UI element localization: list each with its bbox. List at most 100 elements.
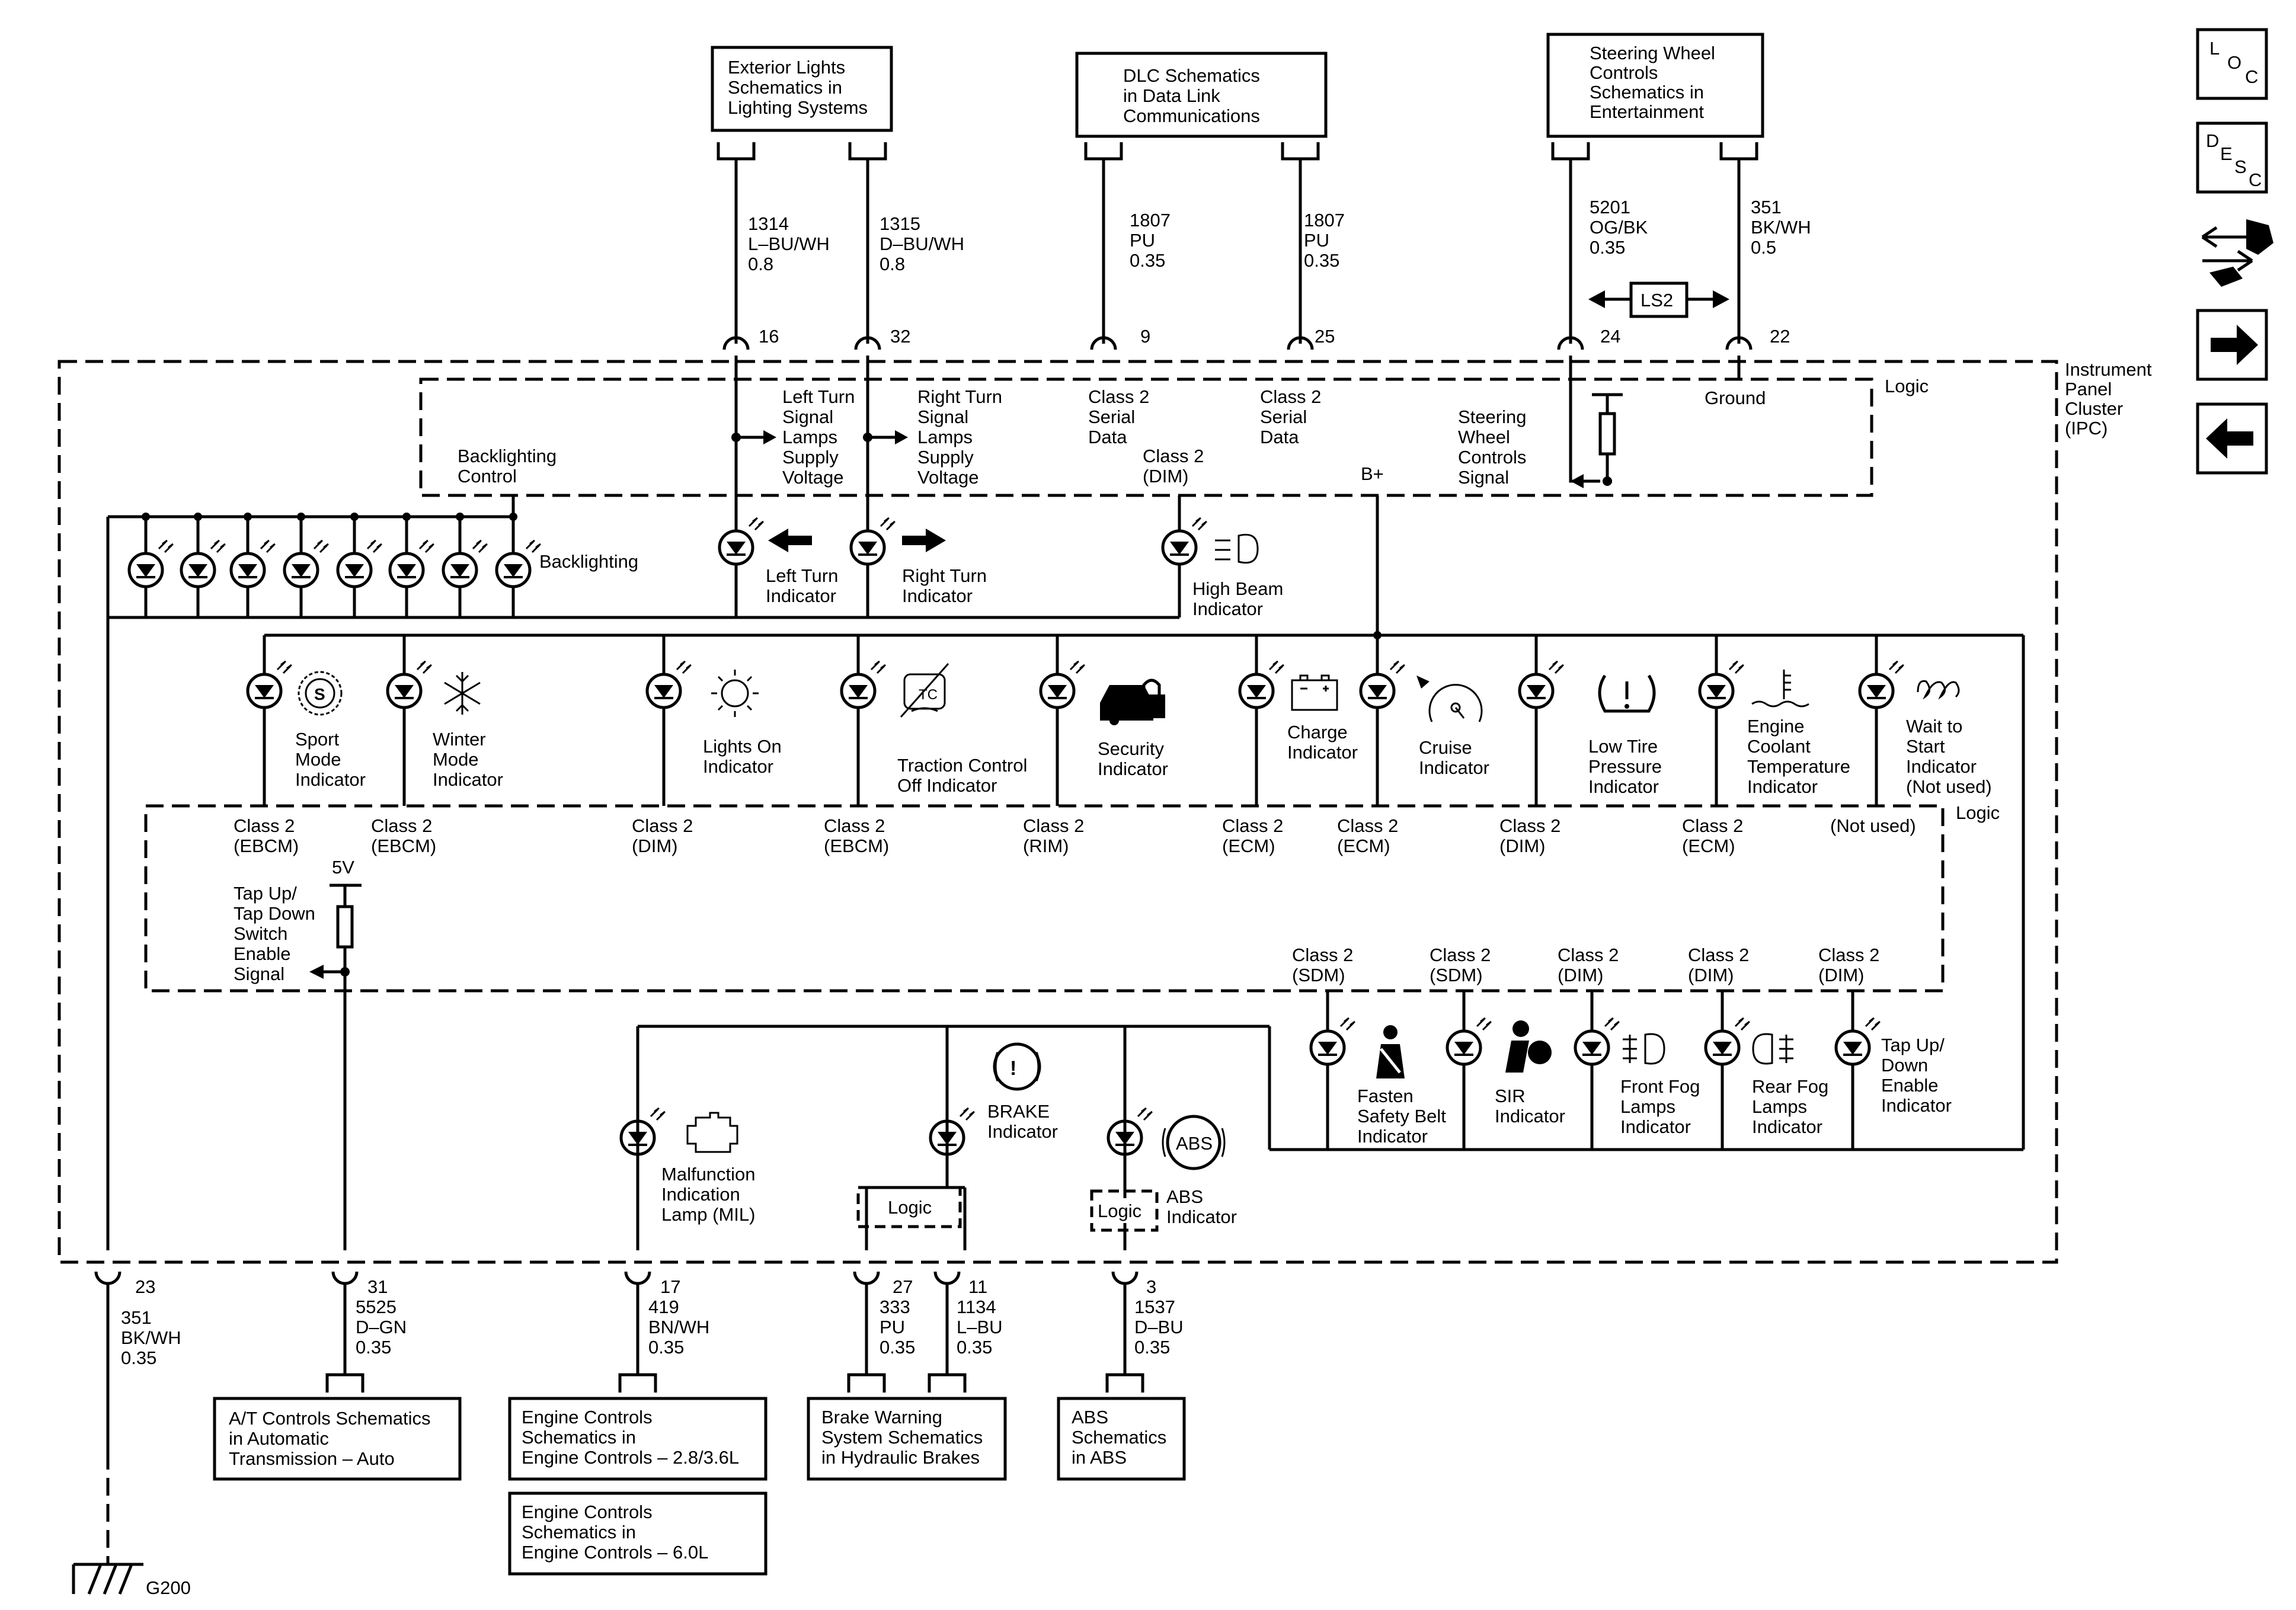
svg-text:(ECM): (ECM) bbox=[1337, 836, 1390, 856]
svg-text:Class 2: Class 2 bbox=[1682, 815, 1743, 836]
backlight-led bbox=[283, 539, 329, 588]
backlight-led bbox=[127, 539, 174, 588]
svg-text:Logic: Logic bbox=[1098, 1201, 1141, 1221]
lights-on-icon bbox=[711, 670, 759, 717]
brake-warning-module[interactable]: Brake Warning System Schematics in Hydra… bbox=[807, 1373, 1007, 1481]
svg-text:D: D bbox=[2206, 130, 2219, 151]
svg-text:(DIM): (DIM) bbox=[1558, 965, 1603, 985]
svg-text:Malfunction: Malfunction bbox=[661, 1164, 756, 1185]
lower-indicator-led bbox=[1309, 1017, 1355, 1066]
abs-module[interactable]: ABS Schematics in ABS bbox=[1057, 1373, 1186, 1481]
battery-icon bbox=[1291, 674, 1338, 711]
svg-text:Indication: Indication bbox=[661, 1184, 740, 1205]
backlight-led bbox=[442, 539, 488, 588]
svg-text:Controls: Controls bbox=[1590, 62, 1658, 83]
row-indicator-led bbox=[840, 660, 886, 709]
svg-text:Exterior Lights: Exterior Lights bbox=[728, 57, 845, 78]
lower-indicator-led bbox=[1834, 1017, 1881, 1066]
svg-text:Mode: Mode bbox=[433, 749, 479, 770]
svg-text:(ECM): (ECM) bbox=[1222, 836, 1275, 856]
svg-text:Lighting Systems: Lighting Systems bbox=[728, 97, 868, 118]
sir-airbag-icon bbox=[1505, 1020, 1552, 1073]
svg-text:Indicator: Indicator bbox=[295, 769, 366, 790]
svg-text:Indicator: Indicator bbox=[1588, 776, 1659, 797]
svg-text:Traction Control: Traction Control bbox=[897, 755, 1027, 776]
svg-text:Serial: Serial bbox=[1260, 406, 1307, 427]
steering-wheel-module[interactable]: Steering Wheel Controls Schematics in En… bbox=[1546, 33, 1764, 161]
svg-text:Engine Controls – 2.8/3.6L: Engine Controls – 2.8/3.6L bbox=[522, 1447, 739, 1468]
svg-text:Schematics in: Schematics in bbox=[522, 1427, 636, 1448]
svg-text:Lamps: Lamps bbox=[1752, 1096, 1807, 1117]
svg-text:Right Turn: Right Turn bbox=[902, 565, 987, 586]
ls2-marker: LS2 bbox=[1588, 281, 1729, 318]
svg-text:Class 2: Class 2 bbox=[1088, 386, 1149, 407]
svg-text:Indicator: Indicator bbox=[703, 756, 773, 777]
svg-text:3: 3 bbox=[1146, 1276, 1156, 1297]
svg-text:Schematics: Schematics bbox=[1072, 1427, 1166, 1448]
svg-text:Supply: Supply bbox=[782, 447, 839, 468]
engine-controls-module-2[interactable]: Engine Controls Schematics in Engine Con… bbox=[508, 1491, 768, 1576]
svg-text:Voltage: Voltage bbox=[782, 467, 843, 488]
loc-icon[interactable]: L O C bbox=[2196, 28, 2268, 100]
svg-text:E: E bbox=[2220, 143, 2233, 164]
svg-text:23: 23 bbox=[135, 1276, 155, 1297]
svg-text:Indicator: Indicator bbox=[433, 769, 503, 790]
svg-text:Transmission – Auto: Transmission – Auto bbox=[229, 1448, 395, 1469]
prev-arrow-icon[interactable] bbox=[2196, 402, 2268, 475]
svg-text:(EBCM): (EBCM) bbox=[824, 836, 889, 856]
svg-text:Class 2: Class 2 bbox=[1558, 945, 1619, 965]
next-arrow-icon[interactable] bbox=[2196, 309, 2268, 381]
svg-text:22: 22 bbox=[1770, 326, 1790, 347]
svg-text:S: S bbox=[314, 685, 325, 703]
svg-text:Class 2: Class 2 bbox=[1818, 945, 1879, 965]
dlc-module[interactable]: DLC Schematics in Data Link Communicatio… bbox=[1075, 52, 1328, 161]
svg-text:Class 2: Class 2 bbox=[1430, 945, 1491, 965]
svg-text:Logic: Logic bbox=[1956, 802, 2000, 823]
exterior-lights-module[interactable]: Exterior Lights Schematics in Lighting S… bbox=[711, 46, 893, 161]
left-turn-indicator: Left Turn Indicator bbox=[766, 529, 838, 606]
lower-indicator-led bbox=[1574, 1017, 1620, 1066]
svg-text:Class 2: Class 2 bbox=[1499, 815, 1560, 836]
svg-text:32: 32 bbox=[890, 326, 910, 347]
svg-text:Logic: Logic bbox=[888, 1197, 932, 1218]
brake-circuit: Logic ! BRAKE Indicator bbox=[856, 1026, 1058, 1250]
backlight-led bbox=[336, 539, 382, 588]
at-controls-module[interactable]: A/T Controls Schematics in Automatic Tra… bbox=[213, 1373, 462, 1481]
svg-text:11: 11 bbox=[968, 1276, 987, 1297]
svg-text:0.35: 0.35 bbox=[121, 1347, 156, 1368]
svg-text:0.35: 0.35 bbox=[880, 1337, 915, 1358]
engine-controls-module-1[interactable]: Engine Controls Schematics in Engine Con… bbox=[508, 1373, 768, 1481]
svg-text:0.35: 0.35 bbox=[648, 1337, 684, 1358]
svg-text:Class 2: Class 2 bbox=[234, 815, 295, 836]
svg-text:Indicator: Indicator bbox=[1166, 1206, 1237, 1227]
svg-text:Fasten: Fasten bbox=[1357, 1086, 1414, 1106]
svg-text:Indicator: Indicator bbox=[1287, 742, 1358, 763]
svg-text:Indicator: Indicator bbox=[1620, 1116, 1691, 1137]
seat-belt-icon bbox=[1376, 1025, 1405, 1078]
svg-text:Steering: Steering bbox=[1458, 406, 1526, 427]
svg-text:0.35: 0.35 bbox=[1134, 1337, 1170, 1358]
connector-icon[interactable] bbox=[2201, 219, 2273, 287]
svg-text:Schematics in: Schematics in bbox=[522, 1522, 636, 1542]
svg-text:17: 17 bbox=[660, 1276, 680, 1297]
svg-text:Panel: Panel bbox=[2065, 379, 2112, 399]
svg-text:25: 25 bbox=[1315, 326, 1335, 347]
row-indicator-led bbox=[645, 660, 692, 709]
svg-text:1134: 1134 bbox=[957, 1297, 996, 1317]
svg-text:High Beam: High Beam bbox=[1192, 578, 1283, 599]
svg-text:9: 9 bbox=[1140, 326, 1150, 347]
lower-indicator-led bbox=[1704, 1017, 1750, 1066]
svg-text:Data: Data bbox=[1260, 427, 1299, 447]
right-turn-led bbox=[849, 517, 896, 566]
svg-text:Indicator: Indicator bbox=[902, 585, 973, 606]
desc-icon[interactable]: D E S C bbox=[2196, 121, 2268, 194]
svg-text:(DIM): (DIM) bbox=[1688, 965, 1734, 985]
svg-text:Engine: Engine bbox=[1747, 716, 1805, 737]
svg-text:Lamp (MIL): Lamp (MIL) bbox=[661, 1204, 755, 1225]
svg-text:Off Indicator: Off Indicator bbox=[897, 775, 997, 796]
svg-text:BK/WH: BK/WH bbox=[1751, 217, 1811, 238]
svg-text:ABS: ABS bbox=[1176, 1133, 1213, 1154]
row-indicator-led bbox=[246, 660, 292, 709]
svg-text:Cruise: Cruise bbox=[1419, 737, 1472, 758]
